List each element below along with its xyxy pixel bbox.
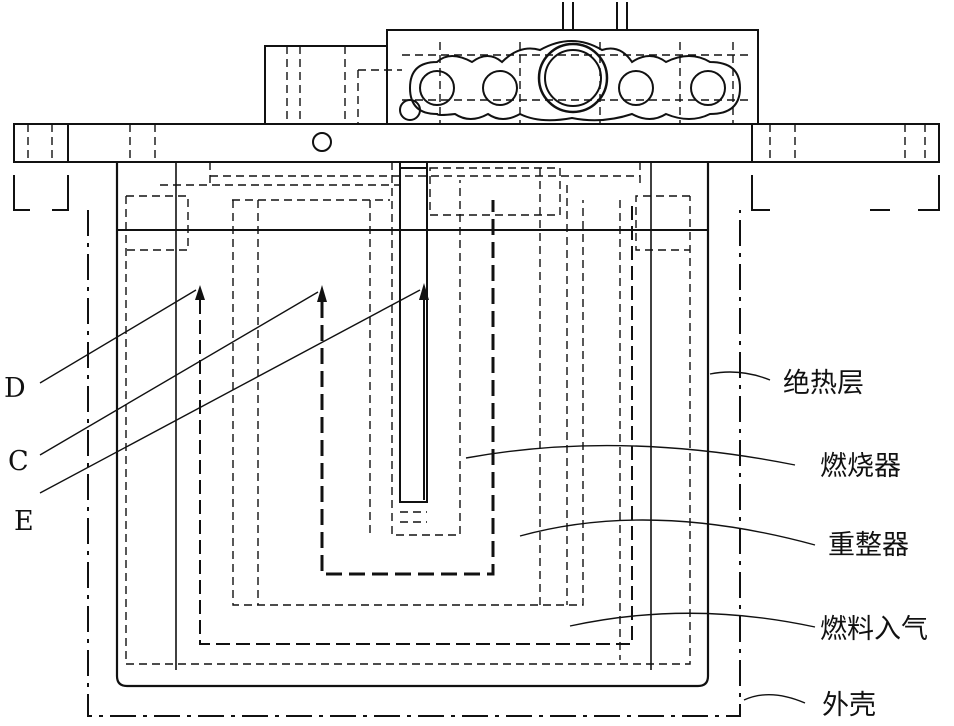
outer-shell: [87, 210, 741, 717]
left-top-block: [264, 45, 402, 125]
leader-c: [39, 291, 319, 456]
label-shell: 外壳: [822, 690, 876, 721]
leader-e: [39, 289, 421, 494]
inner-vessel: [115, 162, 710, 688]
leader-insulation: [709, 371, 771, 381]
flange-plate: [13, 123, 940, 211]
label-d: D: [4, 373, 26, 404]
burner-tube: [399, 162, 428, 523]
leader-fuel-inlet: [569, 612, 816, 628]
insulation-layer: [125, 162, 691, 665]
leader-d: [39, 289, 197, 384]
label-c: C: [8, 446, 29, 477]
leader-lines: [39, 289, 816, 704]
flow-path-c: [317, 200, 495, 576]
flow-path-e: [419, 283, 429, 500]
label-fuel-inlet: 燃料入气: [820, 614, 928, 645]
label-insulation: 绝热层: [783, 368, 864, 399]
leader-shell: [743, 693, 806, 704]
leader-burner: [465, 444, 796, 466]
label-reformer: 重整器: [828, 530, 909, 561]
top-port-block: [386, 2, 759, 125]
leader-reformer: [519, 519, 816, 546]
label-e: E: [14, 506, 34, 537]
flow-path-d: [195, 206, 633, 645]
label-burner: 燃烧器: [820, 451, 901, 482]
